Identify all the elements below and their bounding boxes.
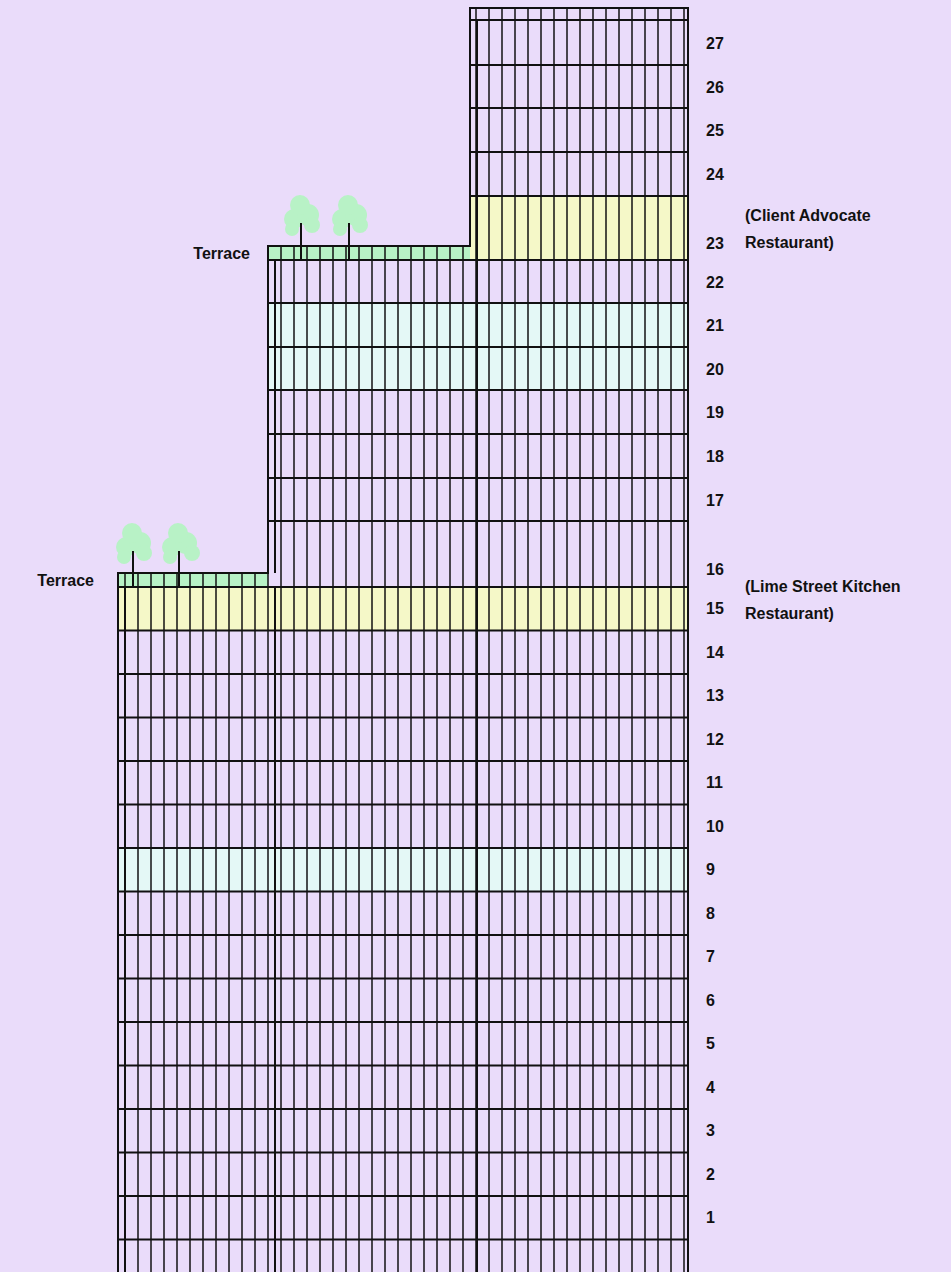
floor-number: 18	[706, 443, 746, 470]
floor-number: 24	[706, 161, 746, 188]
floor-line	[118, 586, 688, 588]
floor-number: 17	[706, 487, 746, 514]
floor-number: 14	[706, 639, 746, 666]
tree	[116, 195, 368, 587]
floor-line	[118, 1065, 688, 1067]
floor-number: 15	[706, 595, 746, 622]
floor-line	[470, 107, 688, 109]
floor-line	[118, 1239, 688, 1241]
floor-number: 19	[706, 399, 746, 426]
floor-line	[118, 1021, 688, 1023]
floor-line	[118, 673, 688, 675]
floor-number: 20	[706, 356, 746, 383]
floor-number: 25	[706, 117, 746, 144]
floor-number: 2	[706, 1161, 746, 1188]
floor-number: 13	[706, 682, 746, 709]
floor-line	[118, 804, 688, 806]
restaurant-label: (Lime Street Kitchen Restaurant)	[745, 573, 940, 627]
terrace-label: Terrace	[4, 567, 94, 594]
restaurant-label: (Client Advocate Restaurant)	[745, 202, 940, 256]
floor-line	[118, 978, 688, 980]
floor-line	[118, 934, 688, 936]
floor-number: 9	[706, 856, 746, 883]
floor-number: 5	[706, 1030, 746, 1057]
floor-number: 22	[706, 269, 746, 296]
floor-number: 27	[706, 30, 746, 57]
floor-line	[470, 151, 688, 153]
floor-number: 16	[706, 556, 746, 583]
floor-number: 4	[706, 1074, 746, 1101]
floor-number: 1	[706, 1204, 746, 1231]
window-mullions	[470, 8, 688, 1272]
terrace-label: Terrace	[130, 240, 250, 267]
floor-line	[118, 847, 688, 849]
floor-line	[118, 1108, 688, 1110]
floor-line	[118, 630, 688, 632]
floor-line	[470, 195, 688, 197]
floor-lines	[118, 20, 688, 1240]
floor-number: 8	[706, 900, 746, 927]
floor-line	[118, 1195, 688, 1197]
floor-number: 11	[706, 769, 746, 796]
floor-line	[118, 1152, 688, 1154]
floor-number: 7	[706, 943, 746, 970]
floor-number: 21	[706, 312, 746, 339]
floor-number: 26	[706, 74, 746, 101]
floor-number: 10	[706, 813, 746, 840]
floor-number: 23	[706, 230, 746, 257]
floor-line	[118, 891, 688, 893]
window-mullions	[118, 573, 268, 1272]
floor-line	[470, 64, 688, 66]
floor-line	[118, 760, 688, 762]
floor-line	[118, 717, 688, 719]
floor-line	[470, 19, 688, 21]
floor-number: 12	[706, 726, 746, 753]
window-mullions	[268, 246, 470, 1272]
floor-number: 3	[706, 1117, 746, 1144]
floor-number: 6	[706, 987, 746, 1014]
tower-outline	[118, 8, 688, 1272]
